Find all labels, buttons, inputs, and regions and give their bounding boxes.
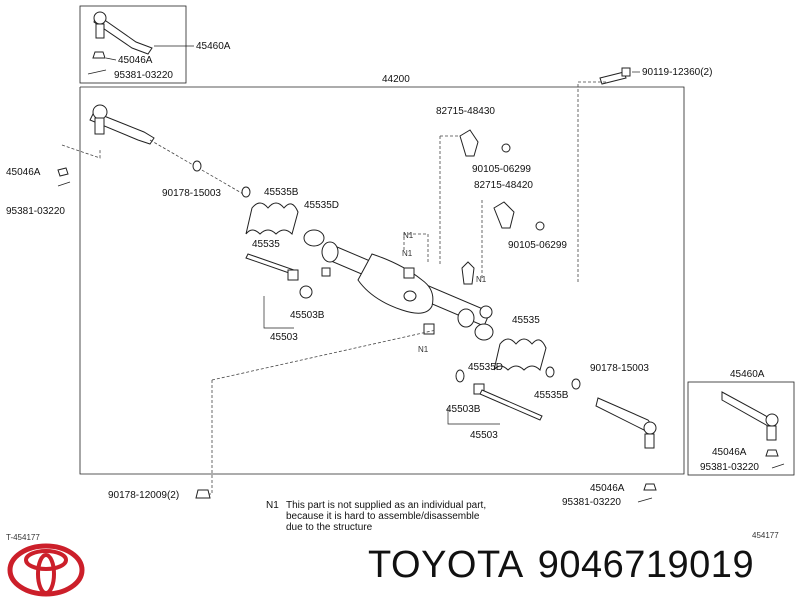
boot-assembly-right: 45535 45535D 90178-15003 45535B 45503B 4… xyxy=(446,305,649,441)
bracket-82715-48420: 82715-48420 90105-06299 xyxy=(474,180,567,251)
label-45460a-right: 45460A xyxy=(730,369,765,380)
boot-assembly-left: 90178-15003 45535B 45535D 45535 45503B 4… xyxy=(162,160,339,343)
note-line-2: because it is hard to assemble/disassemb… xyxy=(286,511,480,522)
main-frame: 44200 xyxy=(79,74,685,475)
toyota-logo-icon xyxy=(7,543,85,597)
label-n1-c: N1 xyxy=(418,345,429,354)
tie-rod-end-left: 45046A 95381-03220 xyxy=(6,104,155,217)
label-90105-a: 90105-06299 xyxy=(472,164,531,175)
label-45535d-left: 45535D xyxy=(304,200,339,211)
label-90178-right: 90178-15003 xyxy=(590,363,649,374)
note-line-3: due to the structure xyxy=(286,522,373,533)
footer-code-right: 454177 xyxy=(752,531,779,540)
label-95381-bottom: 95381-03220 xyxy=(562,497,621,508)
label-45046a-bottom: 45046A xyxy=(590,483,625,494)
label-45535-right: 45535 xyxy=(512,315,540,326)
label-95381-top: 95381-03220 xyxy=(114,70,173,81)
bolt-90119: 90119-12360(2) xyxy=(577,67,712,284)
footer-code-left: T-454177 xyxy=(6,533,40,542)
label-45046a-top: 45046A xyxy=(118,55,153,66)
label-45535-left: 45535 xyxy=(252,239,280,250)
label-45535d-right: 45535D xyxy=(468,362,503,373)
label-45046a-left: 45046A xyxy=(6,167,41,178)
label-45046a-right: 45046A xyxy=(712,447,747,458)
label-90105-b: 90105-06299 xyxy=(508,240,567,251)
label-45535b-right: 45535B xyxy=(534,390,569,401)
label-45460a-top: 45460A xyxy=(196,41,231,52)
label-90119: 90119-12360(2) xyxy=(642,67,712,78)
label-45503b-left: 45503B xyxy=(290,310,325,321)
inset-box-right: 45460A 45046A 95381-03220 xyxy=(687,369,795,476)
note-line-1: This part is not supplied as an individu… xyxy=(286,500,486,511)
label-95381-left: 95381-03220 xyxy=(6,206,65,217)
inset-box-top-left: 45460A 45046A 95381-03220 xyxy=(79,5,231,84)
part-number: 9046719019 xyxy=(537,544,755,586)
label-82715-48420: 82715-48420 xyxy=(474,180,533,191)
label-45503b-right: 45503B xyxy=(446,404,481,415)
bolt-90178-12009: 90178-12009(2) xyxy=(108,329,437,501)
bracket-82715-48430: 82715-48430 90105-06299 xyxy=(436,106,531,175)
label-n1-a: N1 xyxy=(403,231,414,240)
label-45535b-left: 45535B xyxy=(264,187,299,198)
brand-name: TOYOTA xyxy=(368,544,524,586)
note-tag: N1 xyxy=(266,500,279,511)
tie-rod-end-right: 45046A 95381-03220 xyxy=(562,397,657,508)
brand-caption: TOYOTA 9046719019 xyxy=(368,546,768,584)
label-45503-left: 45503 xyxy=(270,332,298,343)
rack-housing: N1 N1 N1 N1 xyxy=(321,135,491,354)
label-n1-d: N1 xyxy=(476,275,487,284)
footnote: N1 This part is not supplied as an indiv… xyxy=(266,500,486,533)
label-82715-48430: 82715-48430 xyxy=(436,106,495,117)
label-n1-b: N1 xyxy=(402,249,413,258)
label-90178-left: 90178-15003 xyxy=(162,188,221,199)
label-44200: 44200 xyxy=(382,74,410,85)
label-45503-right: 45503 xyxy=(470,430,498,441)
label-95381-right: 95381-03220 xyxy=(700,462,759,473)
label-90178-12009: 90178-12009(2) xyxy=(108,490,179,501)
